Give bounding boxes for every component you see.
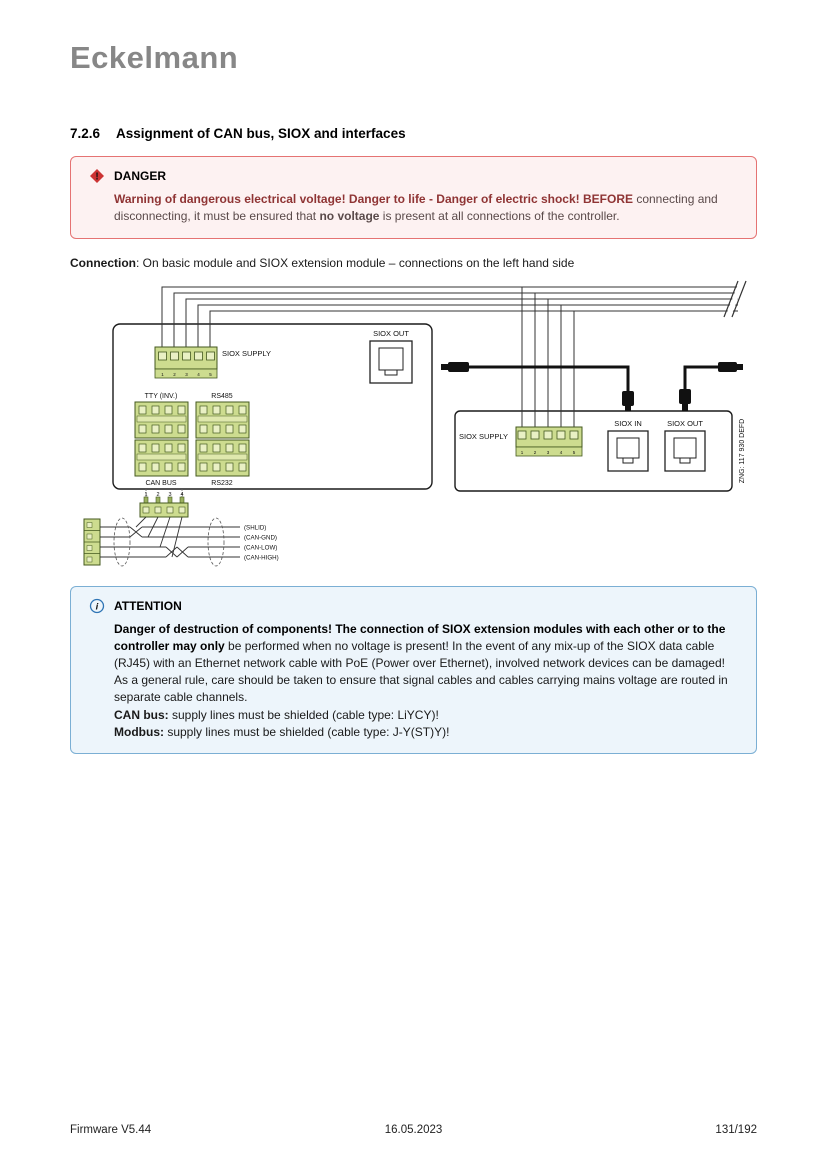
attention-modbus-line: Modbus: supply lines must be shielded (c… [114,724,738,741]
pin-label: 3 [547,450,550,455]
wire-label-can-high: (CAN-HIGH) [244,555,279,562]
pin-label: 1 [521,450,524,455]
can-pin-number: 2 [156,492,159,498]
siox-supply-terminal-right: 1 2 3 4 5 [515,426,583,457]
siox-supply-wires [161,286,738,428]
siox-cable-a [441,362,634,412]
danger-text-bold: Warning of dangerous electrical voltage!… [114,192,633,206]
attention-header: i ATTENTION [89,598,738,614]
pin-label: 4 [197,372,200,377]
can-pin-number: 1 [144,492,147,498]
siox-supply-label-left: SIOX SUPPLY [222,349,271,358]
danger-header: ! DANGER [89,168,738,184]
can-wires [100,516,240,558]
shield-symbol [207,517,225,567]
wire-label-can-gnd: (CAN-GND) [244,535,277,542]
pin-label: 3 [185,372,188,377]
pin-label: 2 [173,372,176,377]
section-number: 7.2.6 [70,126,101,141]
danger-text-bold-2: no voltage [319,209,380,224]
svg-text:i: i [96,602,99,613]
attention-text-bold: Danger of destruction of components! The… [114,622,726,654]
pin-label: 4 [560,450,563,455]
shield-symbol [113,517,131,567]
siox-out-jack-right [664,430,706,472]
can-bus-wiring-detail: 1 2 3 4 [83,489,279,567]
wiring-diagram: 1 2 3 4 5 SIOX SUPPLY SIOX OUT TTY (INV.… [70,279,757,579]
pin-label: 2 [534,450,537,455]
section-title: Assignment of CAN bus, SIOX and interfac… [116,126,406,141]
footer-page-number: 131/192 [715,1124,757,1136]
wire-label-can-low: (CAN-LOW) [244,545,277,552]
tty-terminal-block [134,401,189,439]
can-bus-terminal-block [134,439,189,477]
rs232-terminal-block [195,439,250,477]
wiring-diagram-svg: 1 2 3 4 5 SIOX SUPPLY SIOX OUT TTY (INV.… [83,280,747,567]
can-terminal-strip [83,518,101,566]
wire-label-shield: (SHLID) [244,525,266,532]
rs485-terminal-block [195,401,250,439]
siox-out-label-right: SIOX OUT [667,419,703,428]
attention-modbus-text: supply lines must be shielded (cable typ… [164,725,450,740]
connection-label: Connection [70,256,136,271]
attention-modbus-label: Modbus: [114,725,164,740]
danger-text-regular: connecting and disconnecting, it must be… [114,192,718,224]
siox-supply-label-right: SIOX SUPPLY [459,432,508,441]
attention-box: i ATTENTION Danger of destruction of com… [70,586,757,755]
siox-in-label: SIOX IN [614,419,642,428]
footer-date: 16.05.2023 [384,1124,443,1136]
danger-text: Warning of dangerous electrical voltage!… [114,191,738,225]
danger-box: ! DANGER Warning of dangerous electrical… [70,156,757,240]
pin-label: 5 [209,372,212,377]
connection-line: Connection: On basic module and SIOX ext… [70,256,757,270]
attention-can-label: CAN bus: [114,708,169,723]
siox-cable-b [679,362,743,412]
attention-text-regular: be performed when no voltage is present!… [114,639,728,705]
can-plug-block [139,496,189,518]
cable-break-symbol [723,280,747,318]
pin-label: 1 [161,372,164,377]
page-footer: Firmware V5.44 16.05.2023 131/192 [70,1124,757,1136]
siox-out-label-left: SIOX OUT [373,329,409,338]
drawing-number-label: ZNG: 117 930 DEFD [739,419,746,483]
tty-label: TTY (INV.) [145,393,178,400]
info-icon: i [89,598,105,614]
rs232-label: RS232 [211,480,233,487]
attention-text: Danger of destruction of components! The… [114,621,738,706]
danger-icon: ! [90,169,104,183]
can-pin-number: 3 [168,492,171,498]
attention-title: ATTENTION [114,599,182,614]
siox-out-jack-left [369,340,413,384]
attention-can-text: supply lines must be shielded (cable typ… [168,708,439,723]
eckelmann-logo: Eckelmann [70,40,239,75]
danger-text-regular-2: is present at all connections of the con… [379,209,620,224]
can-bus-label: CAN BUS [145,480,176,487]
document-page: Eckelmann 7.2.6 Assignment of CAN bus, S… [70,40,757,1136]
svg-text:!: ! [95,172,98,183]
connection-text: : On basic module and SIOX extension mod… [136,256,575,271]
footer-firmware-version: Firmware V5.44 [70,1124,152,1136]
attention-can-line: CAN bus: supply lines must be shielded (… [114,707,738,724]
pin-label: 5 [573,450,576,455]
danger-title: DANGER [114,169,167,183]
section-heading: 7.2.6 Assignment of CAN bus, SIOX and in… [70,126,757,141]
siox-in-jack [607,430,649,472]
rs485-label: RS485 [211,393,233,400]
siox-supply-terminal-left: 1 2 3 4 5 [154,346,218,379]
can-pin-number: 4 [180,492,183,498]
